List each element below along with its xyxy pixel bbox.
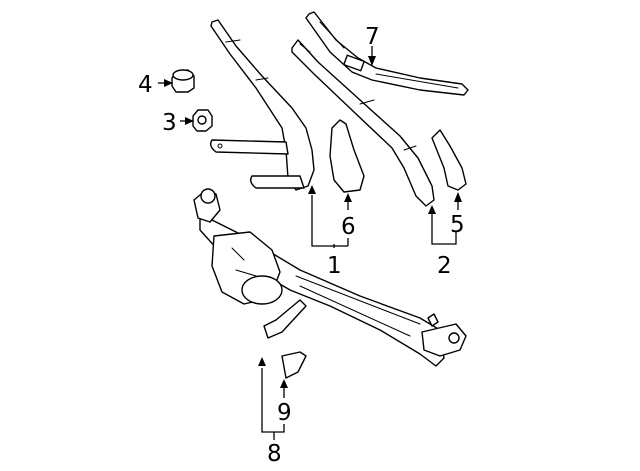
callout-2: 2 [437, 253, 452, 279]
callout-7: 7 [365, 24, 380, 50]
callout-6: 6 [341, 214, 356, 240]
callout-9: 9 [277, 400, 292, 426]
wiper-blade-7[interactable] [305, 11, 469, 96]
callout-8: 8 [267, 441, 282, 467]
callout-leaders [158, 46, 462, 440]
callout-3: 3 [162, 110, 177, 136]
nut-3[interactable] [192, 109, 213, 132]
callout-4: 4 [138, 72, 153, 98]
wiper-arm-1[interactable] [209, 19, 315, 191]
cap-nut-4[interactable] [171, 69, 195, 93]
bracket-9[interactable] [281, 351, 307, 379]
wiper-arm-2[interactable] [291, 39, 435, 207]
arm-cap-6[interactable] [329, 119, 365, 193]
arm-cap-5[interactable] [431, 129, 467, 191]
callout-1: 1 [327, 253, 342, 279]
wiper-linkage-motor-8[interactable] [193, 188, 467, 367]
callout-5: 5 [450, 212, 465, 238]
